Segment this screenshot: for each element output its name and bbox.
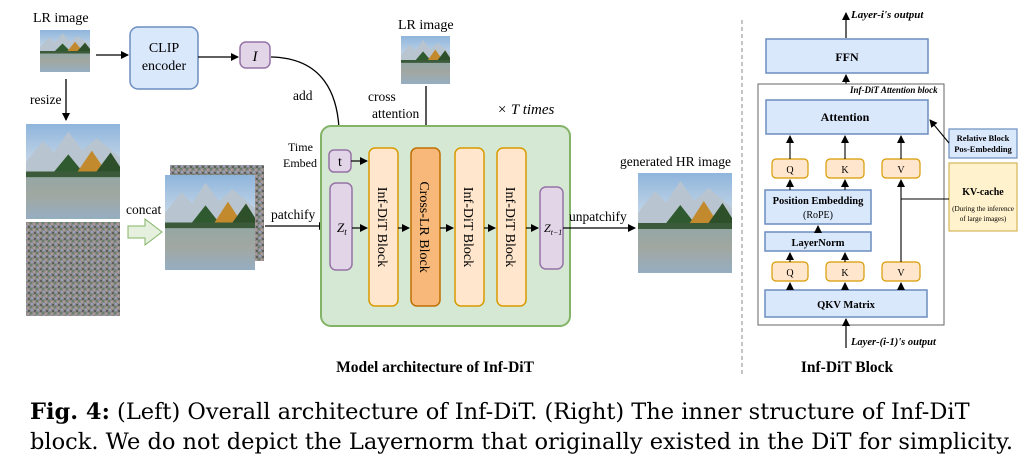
v-label-upper: V — [897, 165, 905, 176]
times-t-label: × T times — [497, 102, 555, 118]
relative-pos-label-2: Pos-Embedding — [954, 144, 1012, 154]
ffn-label: FFN — [835, 50, 859, 64]
unpatchify-label: unpatchify — [569, 209, 627, 224]
relative-pos-embedding-box — [948, 128, 1018, 159]
t-token-label: t — [338, 155, 342, 170]
resize-label: resize — [30, 92, 61, 107]
time-embed-label-2: Embed — [283, 156, 317, 170]
generated-hr-image — [638, 173, 732, 273]
inf-dit-block-2 — [454, 147, 485, 307]
cross-lr-block — [410, 147, 441, 307]
generated-hr-label: generated HR image — [620, 154, 731, 169]
k-label-lower: K — [841, 268, 849, 279]
cross-attention-label-2: attention — [372, 106, 419, 121]
inf-dit-block-1 — [368, 147, 399, 307]
concat-image-front — [165, 175, 255, 270]
attention-label: Attention — [821, 110, 870, 124]
i-token-label: I — [252, 49, 259, 65]
position-embedding-label-1: Position Embedding — [773, 196, 864, 207]
layernorm-label: LayerNorm — [791, 238, 844, 249]
ffn-box — [765, 38, 929, 74]
caption-text: (Left) Overall architecture of Inf-DiT. … — [30, 399, 1013, 455]
qkv-matrix-box — [764, 289, 928, 318]
v-label-lower: V — [897, 268, 905, 279]
q-label-lower: Q — [786, 268, 794, 279]
lr-image-label-2: LR image — [398, 18, 454, 33]
lr-image-1 — [40, 30, 90, 72]
inf-dit-block-3-label: Inf-DiT Block — [502, 187, 517, 267]
cross-attention-label-1: cross — [368, 89, 396, 104]
lr-image-label-1: LR image — [33, 11, 89, 26]
time-embed-label-1: Time — [288, 140, 313, 154]
clip-encoder-box — [129, 26, 199, 90]
right-title: Inf-DiT Block — [801, 359, 894, 376]
inf-dit-block-3 — [496, 147, 527, 307]
resized-image — [26, 124, 121, 219]
clip-encoder-label-2: encoder — [142, 59, 187, 74]
arrow-relpos-to-attention — [929, 119, 950, 144]
z-t-minus-1-label: Zt−1 — [544, 221, 562, 237]
kv-cache-note-1: (During the inference — [952, 205, 1014, 213]
concat-label: concat — [126, 202, 161, 217]
attention-box — [765, 99, 929, 135]
q-label-upper: Q — [786, 165, 794, 176]
add-label: add — [293, 88, 313, 103]
layer-i-output-label: Layer-i's output — [850, 9, 924, 21]
z-t-label: Zt — [337, 220, 347, 237]
concat-arrow — [127, 217, 163, 247]
left-title: Model architecture of Inf-DiT — [336, 359, 535, 376]
clip-encoder-label-1: CLIP — [149, 41, 180, 56]
layer-prev-output-label: Layer-(i-1)'s output — [850, 337, 937, 348]
z-t-box — [329, 182, 353, 271]
dit-container — [320, 125, 571, 327]
inf-dit-block-2-label: Inf-DiT Block — [460, 187, 475, 267]
lr-image-2 — [401, 36, 450, 84]
relative-pos-label-1: Relative Block — [957, 133, 1010, 143]
attention-block-label: Inf-DiT Attention block — [849, 85, 938, 95]
inf-dit-block-1-label: Inf-DiT Block — [374, 187, 389, 267]
qkv-matrix-label: QKV Matrix — [817, 300, 876, 311]
kv-cache-label: KV-cache — [962, 187, 1004, 198]
position-embedding-label-2: (RoPE) — [803, 210, 833, 221]
figure-caption: Fig. 4: (Left) Overall architecture of I… — [30, 397, 1020, 457]
position-embedding-box — [764, 189, 872, 225]
i-token — [239, 41, 271, 69]
k-label-upper: K — [841, 165, 849, 176]
figure-label: Fig. 4: — [30, 399, 110, 425]
kv-cache-box — [948, 162, 1018, 232]
kv-cache-note-2: of large images) — [960, 215, 1007, 223]
patchify-label: patchify — [271, 207, 315, 222]
cross-lr-block-label: Cross-LR Block — [416, 181, 431, 272]
noise-image — [26, 222, 120, 316]
